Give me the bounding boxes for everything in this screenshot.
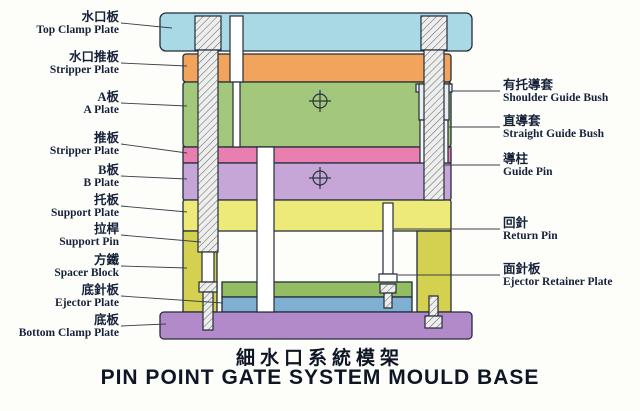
label-zh: 水口板 <box>81 10 119 24</box>
label-en: Stripper Plate <box>49 145 119 157</box>
return-pin-flange-shape <box>378 273 398 283</box>
label-zh: 面針板 <box>503 262 541 276</box>
label-support-plate: 托板 Support Plate <box>0 193 119 220</box>
support-pin-rod-shape <box>201 251 215 283</box>
label-en: Stripper Plate <box>49 64 119 76</box>
label-return-pin: 回針 Return Pin <box>503 216 639 243</box>
return-pin-shape <box>382 202 394 275</box>
label-en: Guide Pin <box>503 166 553 178</box>
leader-stripper-plate <box>120 143 188 154</box>
retainer-bolt-shaft-shape <box>383 292 393 309</box>
label-en: B Plate <box>83 177 119 189</box>
label-zh: 拉桿 <box>93 222 119 236</box>
left-bolt-head-shape <box>198 281 218 293</box>
label-shoulder-guide-bush: 有托導套 Shoulder Guide Bush <box>503 78 639 105</box>
label-en: Ejector Plate <box>55 297 119 309</box>
leader-b-plate <box>120 175 188 180</box>
label-zh: 直導套 <box>503 114 541 128</box>
leader-support-plate <box>120 205 188 213</box>
a-plate-shape <box>182 81 452 148</box>
label-en: Ejector Retainer Plate <box>503 276 613 288</box>
bottom-bolt-shaft-shape <box>428 295 439 317</box>
label-en: Top Clamp Plate <box>36 24 119 36</box>
leader-ejector-plate <box>120 295 224 304</box>
label-en: Bottom Clamp Plate <box>18 327 119 339</box>
label-zh: A板 <box>97 90 119 104</box>
label-zh: 托板 <box>93 193 119 207</box>
label-zh: 推板 <box>93 131 119 145</box>
label-bottom-clamp-plate: 底板 Bottom Clamp Plate <box>0 313 119 340</box>
runner-stripper-plate-shape <box>182 53 452 83</box>
label-en: Straight Guide Bush <box>503 128 604 140</box>
label-spacer-block: 方鐵 Spacer Block <box>0 253 119 280</box>
b-plate-shape <box>182 162 452 201</box>
crosshair-icon <box>309 90 331 112</box>
support-pin-head-shape <box>194 15 222 51</box>
label-zh: 有托導套 <box>503 78 554 92</box>
diagram-title-english: PIN POINT GATE SYSTEM MOULD BASE <box>100 366 540 389</box>
label-a-plate: A板 A Plate <box>0 90 119 117</box>
label-guide-pin: 導柱 Guide Pin <box>503 152 639 179</box>
support-pillar-shape <box>256 146 275 313</box>
label-support-pin: 拉桿 Support Pin <box>0 222 119 249</box>
label-zh: 導柱 <box>503 152 529 166</box>
label-zh: B板 <box>98 163 119 177</box>
label-ejector-retainer-plate: 面針板 Ejector Retainer Plate <box>503 262 639 289</box>
label-runner-stripper-plate: 水口推板 Stripper Plate <box>0 50 119 77</box>
leader-support-pin <box>120 234 202 243</box>
leader-spacer-block <box>120 265 188 269</box>
label-b-plate: B板 B Plate <box>0 163 119 190</box>
label-top-clamp-plate: 水口板 Top Clamp Plate <box>0 10 119 37</box>
support-pin-shape <box>197 49 219 253</box>
leader-a-plate <box>120 102 188 107</box>
support-plate-shape <box>182 199 452 232</box>
label-en: Shoulder Guide Bush <box>503 92 609 104</box>
label-zh: 底針板 <box>81 283 119 297</box>
diagram-title-chinese: 細水口系統模架 <box>235 348 404 369</box>
bottom-clamp-plate-shape <box>159 311 473 340</box>
label-zh: 水口推板 <box>68 50 119 64</box>
label-en: Return Pin <box>503 230 558 242</box>
label-en: A Plate <box>83 104 119 116</box>
retainer-bolt-head-shape <box>379 283 397 294</box>
guide-pin-head-shape <box>420 15 448 51</box>
label-zh: 方鐵 <box>93 253 119 267</box>
label-zh: 底板 <box>93 313 119 327</box>
label-ejector-plate: 底針板 Ejector Plate <box>0 283 119 310</box>
guide-pin-shape <box>423 49 445 201</box>
label-zh: 回針 <box>503 216 529 230</box>
label-en: Support Plate <box>50 207 119 219</box>
bottom-bolt-head-shape <box>424 315 443 329</box>
crosshair-icons <box>309 90 331 189</box>
label-en: Support Pin <box>59 236 119 248</box>
crosshair-icon <box>309 167 331 189</box>
left-bolt-shaft-shape <box>202 291 214 331</box>
label-en: Spacer Block <box>54 267 119 279</box>
sprue-puller-pin-shape <box>229 15 244 83</box>
sprue-puller-pin-tip-shape <box>232 81 241 148</box>
leader-bottom-clamp-plate <box>120 323 167 327</box>
label-straight-guide-bush: 直導套 Straight Guide Bush <box>503 114 639 141</box>
leader-lines <box>120 22 500 327</box>
leader-runner-stripper-plate <box>120 62 188 67</box>
leader-top-clamp-plate <box>120 22 173 29</box>
label-stripper-plate: 推板 Stripper Plate <box>0 131 119 158</box>
pins-and-bushes <box>194 15 453 331</box>
stripper-plate-shape <box>182 146 452 164</box>
